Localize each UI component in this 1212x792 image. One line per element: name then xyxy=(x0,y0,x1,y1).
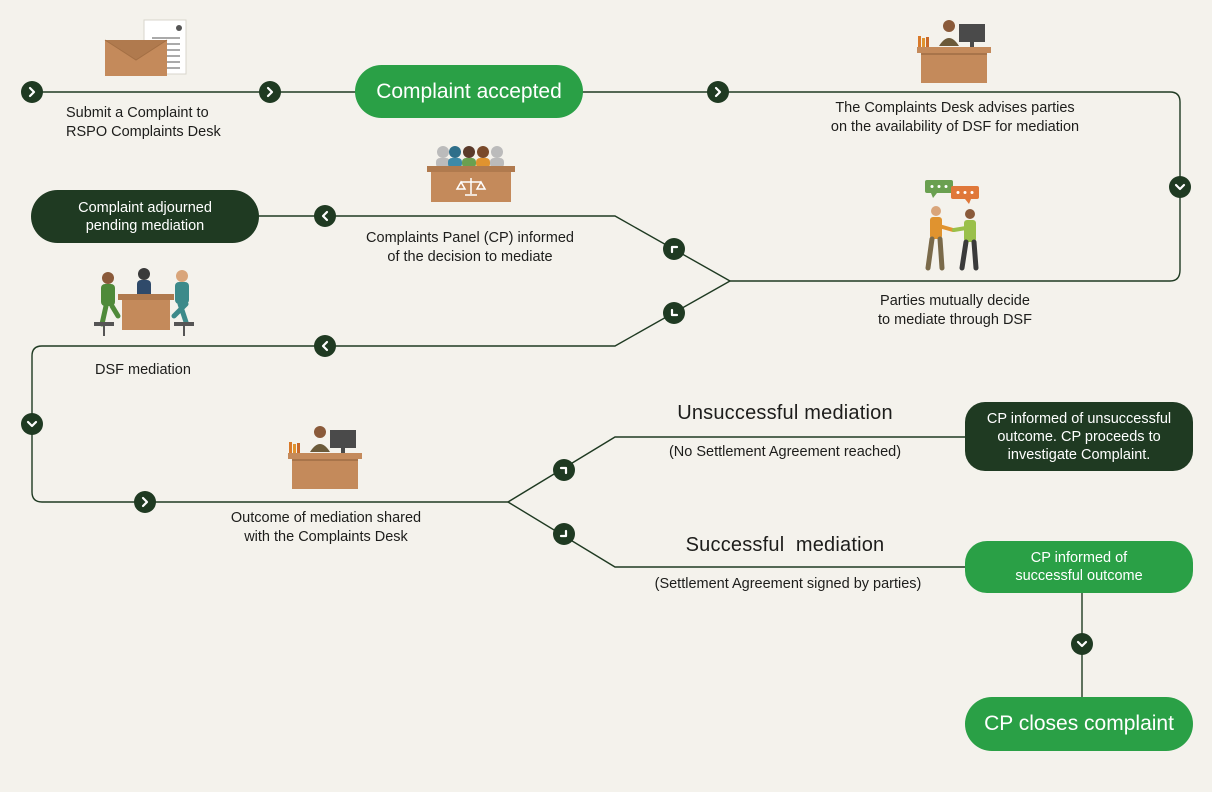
branch-successful-result: CP informed of successful outcome xyxy=(965,541,1193,593)
step-complaint-adjourned: Complaint adjourned pending mediation xyxy=(31,190,259,243)
chevron-down-left-icon xyxy=(663,302,685,324)
envelope-document-icon xyxy=(104,19,187,76)
step-outcome-shared: Outcome of mediation shared with the Com… xyxy=(230,510,422,545)
chevron-down-icon xyxy=(1071,633,1093,655)
step-desk-advises: The Complaints Desk advises parties on t… xyxy=(830,100,1080,135)
step-dsf-mediation: DSF mediation xyxy=(95,362,191,378)
handshake-chat-icon xyxy=(925,180,979,271)
chevron-arrow-icon xyxy=(21,81,43,103)
step-complaint-accepted: Complaint accepted xyxy=(355,65,583,118)
chevron-left-icon xyxy=(314,335,336,357)
step-submit-complaint: Submit a Complaint to RSPO Complaints De… xyxy=(66,105,221,140)
branch-successful-note: (Settlement Agreement signed by parties) xyxy=(654,576,922,592)
step-cp-closes-complaint: CP closes complaint xyxy=(965,697,1193,751)
chevron-down-icon xyxy=(1169,176,1191,198)
chevron-arrow-icon xyxy=(259,81,281,103)
chevron-arrow-icon xyxy=(134,491,156,513)
connector-lower-branch xyxy=(31,280,731,503)
chevron-up-right-icon xyxy=(553,459,575,481)
panel-court-icon xyxy=(427,146,515,202)
connector-successful-branch xyxy=(507,501,966,568)
chevron-down-right-icon xyxy=(553,523,575,545)
connector-upper-branch xyxy=(255,215,731,282)
step-parties-decide: Parties mutually decide to mediate throu… xyxy=(878,293,1032,328)
desk-worker-icon xyxy=(917,20,991,83)
desk-worker-icon xyxy=(288,426,362,489)
mediation-meeting-icon xyxy=(94,268,194,336)
step-panel-informed: Complaints Panel (CP) informed of the de… xyxy=(366,230,574,265)
chevron-up-left-icon xyxy=(663,238,685,260)
chevron-left-icon xyxy=(314,205,336,227)
branch-unsuccessful-note: (No Settlement Agreement reached) xyxy=(668,444,902,460)
connector-unsuccessful-branch xyxy=(507,436,966,503)
branch-unsuccessful-title: Unsuccessful mediation xyxy=(677,402,893,424)
branch-successful-title: Successful mediation xyxy=(685,534,885,556)
chevron-arrow-icon xyxy=(707,81,729,103)
branch-unsuccessful-result: CP informed of unsuccessful outcome. CP … xyxy=(965,402,1193,471)
chevron-down-icon xyxy=(21,413,43,435)
